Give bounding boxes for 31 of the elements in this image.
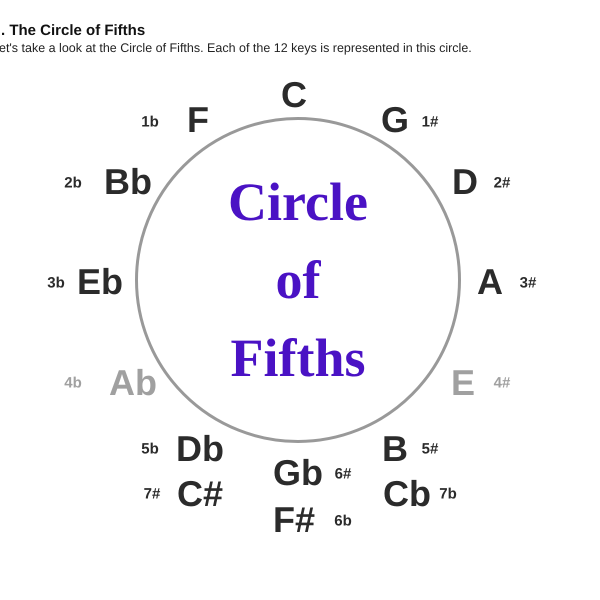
key-name: D (452, 164, 478, 200)
key-name: Gb (273, 455, 323, 491)
accidental-count: 2# (494, 176, 510, 190)
accidental-count: 3b (47, 276, 65, 290)
accidental-count: 1b (141, 114, 159, 130)
accidental-count: 2b (64, 176, 82, 190)
key-name: G (381, 102, 409, 138)
key-name: F (187, 102, 209, 138)
accidental-count: 7# (144, 486, 160, 502)
accidental-count: 4# (494, 376, 510, 390)
accidental-count: 7b (439, 486, 457, 502)
key-name: Bb (104, 164, 152, 200)
key-name: Eb (77, 264, 123, 300)
key-name: C# (176, 476, 224, 512)
key-name: F# (273, 502, 315, 538)
key-name: E (451, 365, 475, 401)
key-name: A (477, 264, 503, 300)
heading: . The Circle of Fifths (1, 22, 146, 39)
key-name: B (382, 431, 408, 467)
key-name: Cb (383, 476, 431, 512)
key-name: C (281, 77, 307, 113)
accidental-count: 5b (141, 442, 159, 456)
key-name: Db (176, 431, 224, 467)
accidental-count: 5# (422, 442, 438, 456)
accidental-count: 3# (520, 276, 536, 290)
accidental-count: 1# (422, 114, 438, 130)
accidental-count: 6# (334, 466, 352, 482)
accidental-count: 6b (334, 514, 352, 528)
circle-title: Circle of Fifths (227, 171, 369, 390)
key-name: Ab (109, 365, 157, 401)
accidental-count: 4b (64, 376, 82, 390)
